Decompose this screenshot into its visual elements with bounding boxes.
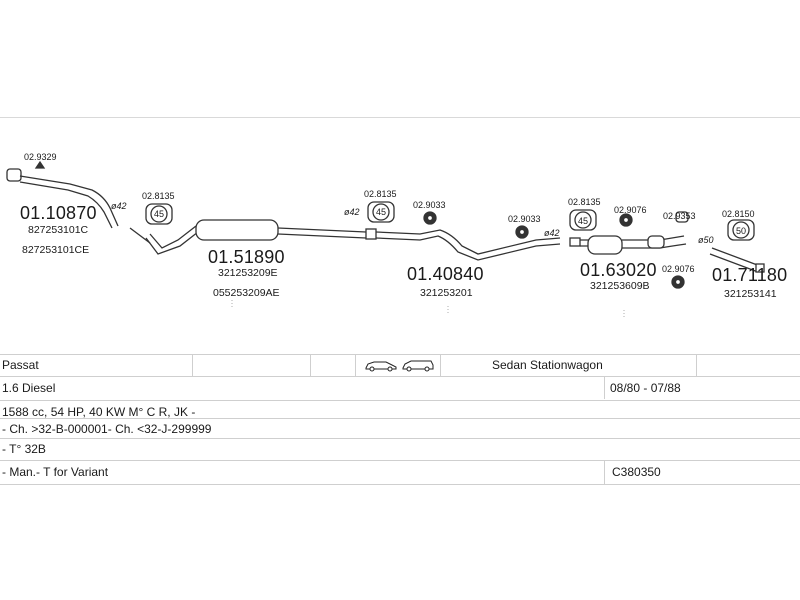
table-bottom-border [0, 484, 800, 485]
mount-3 [569, 209, 597, 231]
rear-muffler [587, 235, 623, 255]
mount-number: 02.8135 [364, 189, 397, 199]
tail-pipe [709, 247, 761, 273]
mount-number: 02.8135 [142, 191, 175, 201]
oem-number: 321253209E [218, 267, 278, 279]
oem-number: 055253209AE [213, 287, 280, 299]
mount-4 [727, 219, 755, 241]
engine-spec: 1588 cc, 54 HP, 40 KW M° C R, JK - [2, 405, 196, 419]
table-row: 1.6 Diesel 08/80 - 07/88 [0, 376, 800, 399]
mount-1 [145, 203, 173, 225]
production-years: 08/80 - 07/88 [610, 381, 681, 395]
stationwagon-icon [402, 360, 434, 372]
front-flange [6, 168, 22, 182]
ring-4 [675, 211, 689, 223]
table-row: - Man.- T for Variant C380350 [0, 460, 800, 485]
mount-size: 45 [154, 209, 165, 219]
exhaust-system-diagram [6, 160, 765, 318]
mount-2 [367, 201, 395, 223]
front-muffler [195, 219, 279, 241]
car-icons [364, 358, 435, 374]
ring-number: 02.9033 [413, 200, 446, 210]
mount-size: 50 [736, 226, 747, 236]
pipe-diameter: ø50 [698, 235, 714, 245]
ring-number: 02.9033 [508, 214, 541, 224]
mount-number: 02.8135 [568, 197, 601, 207]
front-pipe [19, 175, 119, 227]
mount-number: 02.8150 [722, 209, 755, 219]
oem-number: 321253141 [724, 288, 777, 300]
table-row: - Ch. >32-B-000001- Ch. <32-J-299999 [0, 418, 800, 437]
mid-pipe-end [569, 237, 581, 247]
ring-number: 02.9076 [662, 264, 695, 274]
mid-pipe [375, 229, 561, 255]
mid-pipe-flange [365, 228, 377, 240]
oem-number: 321253201 [420, 287, 473, 299]
mount-size: 45 [578, 216, 589, 226]
clamp-number: 02.9329 [24, 152, 57, 162]
mount-size: 45 [376, 207, 387, 217]
clamp-front [34, 160, 46, 169]
table-row: 1588 cc, 54 HP, 40 KW M° C R, JK - [0, 400, 800, 419]
table-row: - T° 32B [0, 438, 800, 461]
catalog-code: C380350 [612, 465, 661, 479]
part-number: 01.71180 [712, 265, 788, 285]
top-divider [0, 117, 800, 118]
part-number: 01.51890 [208, 247, 285, 267]
vehicle-type: - T° 32B [2, 442, 46, 456]
model-name: Passat [2, 358, 39, 372]
oem-number: 321253609B [590, 280, 650, 292]
part-number: 01.10870 [20, 203, 97, 223]
engine: 1.6 Diesel [2, 381, 56, 395]
sedan-icon [365, 361, 397, 372]
chassis-range: - Ch. >32-B-000001- Ch. <32-J-299999 [2, 422, 212, 436]
transmission: - Man.- T for Variant [2, 465, 109, 479]
table-row: Passat Sedan Stationwagon [0, 354, 800, 377]
body-types: Sedan Stationwagon [492, 358, 603, 372]
part-number: 01.40840 [407, 264, 484, 284]
pipe-diameter: ø42 [111, 201, 127, 211]
oem-number: 827253101CE [22, 244, 90, 256]
ring-number: 02.9353 [663, 211, 696, 221]
intermediate-pipe-1 [149, 225, 197, 249]
pipe-diameter: ø42 [344, 207, 360, 217]
ring-number: 02.9076 [614, 205, 647, 215]
pipe-diameter: ø42 [544, 228, 560, 238]
oem-number: 827253101C [28, 224, 89, 236]
part-number: 01.63020 [580, 260, 657, 280]
